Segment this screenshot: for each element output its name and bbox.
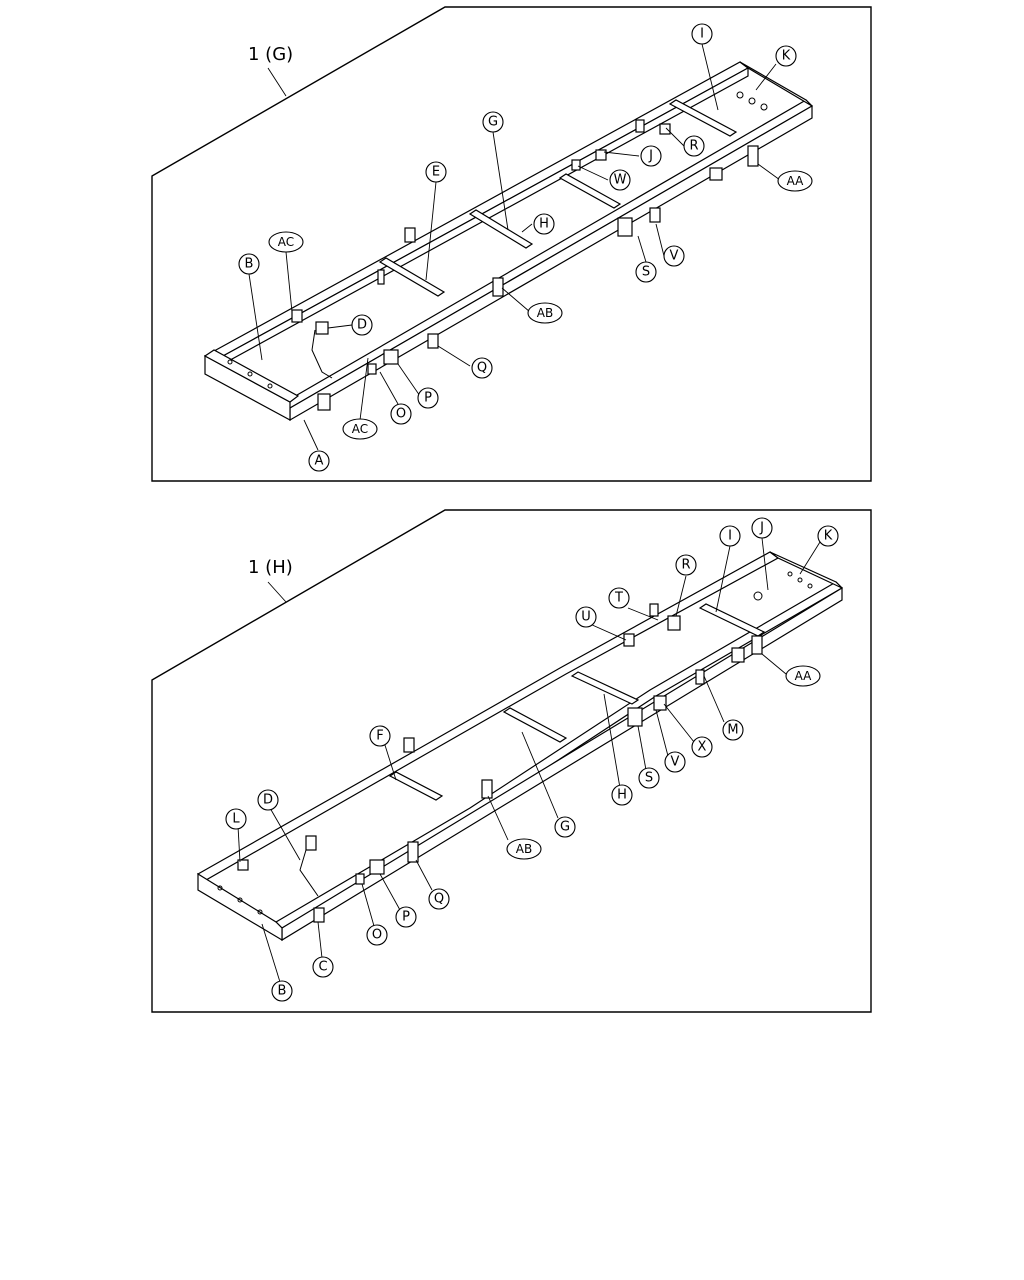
svg-text:D: D	[357, 318, 367, 333]
panel-1g-callout-q: Q	[471, 357, 493, 379]
svg-text:Q: Q	[434, 892, 444, 907]
svg-text:E: E	[432, 165, 440, 180]
panel-1h-callout-j: J	[751, 517, 773, 539]
svg-text:I: I	[728, 529, 732, 544]
panel-1h-callout-t: T	[608, 587, 630, 609]
panel-1g-callout-ab: AB	[527, 302, 563, 324]
svg-text:C: C	[318, 960, 327, 975]
panel-1g-callout-aa: AA	[777, 170, 813, 192]
svg-text:S: S	[642, 265, 650, 280]
panel-1g-callout-v: V	[663, 245, 685, 267]
svg-text:X: X	[698, 740, 707, 755]
svg-text:H: H	[539, 217, 549, 232]
panel-1g-callout-d: D	[351, 314, 373, 336]
svg-text:K: K	[782, 49, 791, 64]
panel-1h-callout-ab: AB	[506, 838, 542, 860]
svg-text:U: U	[581, 610, 591, 625]
svg-text:F: F	[376, 729, 383, 744]
panel-1h-title: 1 (H)	[248, 557, 293, 578]
svg-text:R: R	[681, 558, 690, 573]
panel-1g-callout-b: B	[238, 253, 260, 275]
svg-text:O: O	[372, 928, 382, 943]
panel-1h-callout-d: D	[257, 789, 279, 811]
svg-text:S: S	[645, 771, 653, 786]
panel-1g: 1 (G)	[151, 6, 872, 482]
svg-text:AC: AC	[352, 422, 368, 436]
svg-text:B: B	[245, 257, 254, 272]
panel-1g-leaders	[248, 43, 781, 451]
svg-text:V: V	[671, 755, 680, 770]
svg-text:L: L	[232, 812, 240, 827]
panel-1g-callout-o: O	[390, 403, 412, 425]
svg-text:I: I	[700, 27, 704, 42]
panel-1g-callout-ac-bottom: AC	[342, 418, 378, 440]
panel-1g-callout-r: R	[683, 135, 705, 157]
svg-text:B: B	[278, 984, 287, 999]
panel-1h-callout-h: H	[611, 784, 633, 806]
panel-1h-callout-o: O	[366, 924, 388, 946]
panel-1h-callout-c: C	[312, 956, 334, 978]
svg-text:H: H	[617, 788, 627, 803]
svg-text:AA: AA	[787, 174, 805, 188]
panel-1h-chassis	[196, 551, 843, 942]
panel-1h-callout-v: V	[664, 751, 686, 773]
svg-text:AB: AB	[537, 306, 553, 320]
panel-1g-callout-i: I	[691, 23, 713, 45]
panel-1g-callout-p: P	[417, 387, 439, 409]
panel-1h-callout-aa: AA	[785, 665, 821, 687]
panel-1g-callout-g: G	[482, 111, 504, 133]
panel-1g-border	[151, 6, 872, 482]
panel-1g-chassis	[203, 61, 813, 422]
panel-1g-callout-h: H	[533, 213, 555, 235]
svg-text:AB: AB	[516, 842, 532, 856]
panel-1g-callout-j: J	[640, 145, 662, 167]
panel-1h-callout-p: P	[395, 906, 417, 928]
panel-1h-callout-m: M	[722, 719, 744, 741]
panel-1g-callout-w: W	[609, 169, 631, 191]
svg-text:O: O	[396, 407, 406, 422]
panel-1g-callout-e: E	[425, 161, 447, 183]
panel-1g-callout-a: A	[308, 450, 330, 472]
svg-text:A: A	[315, 454, 324, 469]
svg-text:D: D	[263, 793, 273, 808]
panel-1g-title: 1 (G)	[248, 44, 293, 65]
panel-1g-callout-ac-top: AC	[268, 231, 304, 253]
svg-text:P: P	[424, 391, 432, 406]
svg-text:J: J	[759, 521, 764, 536]
svg-text:G: G	[560, 820, 570, 835]
panel-1h-callout-f: F	[369, 725, 391, 747]
panel-1h-callout-k: K	[817, 525, 839, 547]
panel-1h: 1 (H)	[151, 509, 872, 1013]
panel-1h-leaders	[237, 537, 821, 983]
svg-text:W: W	[614, 173, 627, 188]
panel-1h-callout-r: R	[675, 554, 697, 576]
svg-text:K: K	[824, 529, 833, 544]
panel-1h-callout-g: G	[554, 816, 576, 838]
svg-text:AC: AC	[278, 235, 294, 249]
svg-text:Q: Q	[477, 361, 487, 376]
svg-text:M: M	[727, 723, 738, 738]
svg-text:J: J	[648, 149, 653, 164]
panel-1g-callout-s: S	[635, 261, 657, 283]
svg-text:V: V	[670, 249, 679, 264]
panel-1h-callout-u: U	[575, 606, 597, 628]
panel-1h-callout-q: Q	[428, 888, 450, 910]
panel-1h-callout-i: I	[719, 525, 741, 547]
svg-text:G: G	[488, 115, 498, 130]
svg-text:AA: AA	[795, 669, 813, 683]
panel-1h-callout-b: B	[271, 980, 293, 1002]
panel-1g-callout-k: K	[775, 45, 797, 67]
panel-1h-border	[151, 509, 872, 1013]
svg-text:T: T	[614, 591, 623, 606]
panel-1h-callout-s: S	[638, 767, 660, 789]
svg-text:R: R	[689, 139, 698, 154]
panel-1h-callout-l: L	[225, 808, 247, 830]
svg-text:P: P	[402, 910, 410, 925]
panel-1h-callout-x: X	[691, 736, 713, 758]
